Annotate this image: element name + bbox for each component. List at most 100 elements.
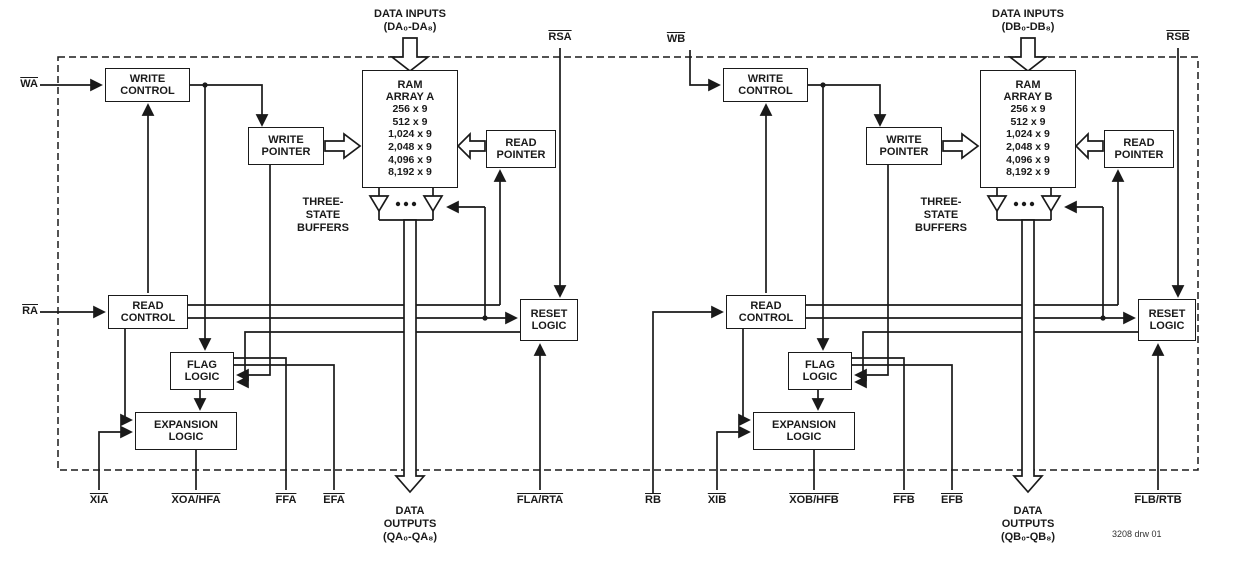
data-outputs-label: DATA OUTPUTS (QB₀-QB₈) <box>978 505 1078 544</box>
ram-size: 4,096 x 9 <box>388 153 432 166</box>
write-control-block: WRITE CONTROL <box>105 68 190 102</box>
junction-dot <box>202 82 208 88</box>
block-line: POINTER <box>879 146 929 158</box>
label-line: THREE- <box>920 196 962 208</box>
ram-size: 256 x 9 <box>392 103 428 116</box>
full-flag-label: FFA <box>261 494 311 507</box>
data-inputs-bus-range: (DA₀-DA₈) <box>383 21 437 33</box>
ram-array-block: RAM ARRAY B 256 x 9 512 x 9 1,024 x 9 2,… <box>980 70 1076 188</box>
block-line: POINTER <box>496 149 546 161</box>
label-line: STATE <box>923 209 959 221</box>
expansion-out-label: XOA/HFA <box>156 494 236 507</box>
data-outputs-line: DATA <box>395 505 425 517</box>
write-pointer-to-flag-wire <box>236 165 271 382</box>
read-signal-label: RA <box>8 305 38 318</box>
three-state-buffers-label: THREE- STATE BUFFERS <box>288 196 358 235</box>
block-line: READ <box>750 300 782 312</box>
read-pointer-block: READ POINTER <box>1104 130 1174 168</box>
ram-title: ARRAY B <box>1003 91 1053 104</box>
ram-size: 8,192 x 9 <box>388 166 432 179</box>
flag-retransmit-text: FLB/RTB <box>1134 494 1182 506</box>
reset-signal-label: RSB <box>1153 31 1203 44</box>
full-flag-text: FFB <box>893 494 915 506</box>
write-signal-label: WB <box>662 33 690 46</box>
write-control-block: WRITE CONTROL <box>723 68 808 102</box>
block-line: WRITE <box>886 134 922 146</box>
buffer-triangle-left <box>368 195 390 213</box>
data-input-arrow <box>389 37 431 73</box>
block-line: CONTROL <box>738 85 793 97</box>
data-outputs-bus-range: (QA₀-QA₈) <box>382 531 438 543</box>
ellipsis-dot <box>395 201 401 207</box>
block-line: RESET <box>1148 308 1186 320</box>
expansion-in-label: XIB <box>692 494 742 507</box>
block-line: LOGIC <box>531 320 567 332</box>
ram-array-block: RAM ARRAY A 256 x 9 512 x 9 1,024 x 9 2,… <box>362 70 458 188</box>
label-line: STATE <box>305 209 341 221</box>
data-outputs-line: OUTPUTS <box>1001 518 1055 530</box>
a-input-wires <box>40 78 106 319</box>
reset-logic-block: RESET LOGIC <box>1138 299 1196 341</box>
b-input-wires <box>652 50 724 494</box>
chip-boundary-dashed <box>57 56 1199 471</box>
block-line: LOGIC <box>168 431 204 443</box>
label-line: THREE- <box>302 196 344 208</box>
empty-flag-text: EFB <box>941 494 963 506</box>
expansion-out-text: XOB/HFB <box>789 494 839 506</box>
ram-size: 256 x 9 <box>1010 103 1046 116</box>
reset-signal-text: RSA <box>548 31 572 43</box>
block-line: EXPANSION <box>772 419 836 431</box>
data-output-bus-arrow <box>394 219 426 494</box>
ram-size: 1,024 x 9 <box>388 128 432 141</box>
block-line: LOGIC <box>786 431 822 443</box>
flag-retransmit-label: FLA/RTA <box>500 494 580 507</box>
ram-title: ARRAY A <box>385 91 435 104</box>
data-inputs-bus-range: (DB₀-DB₈) <box>1001 21 1055 33</box>
data-outputs-line: DATA <box>1013 505 1043 517</box>
flag-logic-block: FLAG LOGIC <box>788 352 852 390</box>
reset-logic-block: RESET LOGIC <box>520 299 578 341</box>
write-pointer-block: WRITE POINTER <box>866 127 942 165</box>
expansion-logic-block: EXPANSION LOGIC <box>135 412 237 450</box>
label-line: BUFFERS <box>297 222 349 234</box>
flag-logic-block: FLAG LOGIC <box>170 352 234 390</box>
full-flag-label: FFB <box>879 494 929 507</box>
reset-to-flag-wire <box>236 331 520 389</box>
data-inputs-label: DATA INPUTS (DA₀-DA₈) <box>350 8 470 34</box>
ram-size: 1,024 x 9 <box>1006 128 1050 141</box>
half-wiring <box>98 37 567 494</box>
ram-title: RAM <box>397 79 423 92</box>
reset-signal-label: RSA <box>535 31 585 44</box>
block-line: WRITE <box>747 73 784 85</box>
write-signal-text: WA <box>20 78 38 90</box>
block-line: READ <box>1123 137 1155 149</box>
three-state-buffers-label: THREE- STATE BUFFERS <box>906 196 976 235</box>
expansion-in-text: XIA <box>89 494 109 506</box>
block-line: POINTER <box>1114 149 1164 161</box>
read-enable-wire <box>652 305 724 494</box>
expansion-in-label: XIA <box>74 494 124 507</box>
block-line: WRITE <box>129 73 166 85</box>
block-line: CONTROL <box>738 312 794 324</box>
block-line: RESET <box>530 308 568 320</box>
buffer-triangle-right <box>422 195 444 213</box>
read-signal-text: RB <box>645 494 661 506</box>
write-control-to-write-pointer-wire <box>190 84 269 127</box>
expansion-in-text: XIB <box>707 494 727 506</box>
read-signal-label: RB <box>638 494 668 507</box>
ram-title: RAM <box>1015 79 1041 92</box>
data-outputs-label: DATA OUTPUTS (QA₀-QA₈) <box>360 505 460 544</box>
junction-dot <box>482 315 488 321</box>
drawing-number: 3208 drw 01 <box>1112 529 1162 539</box>
fifo-b-section: DATA INPUTS (DB₀-DB₈) RSB WB RB WRITE CO… <box>618 0 1246 573</box>
read-pointer-ram-arrow <box>456 131 486 161</box>
block-line: CONTROL <box>120 312 176 324</box>
read-control-block: READ CONTROL <box>108 295 188 329</box>
write-signal-text: WB <box>666 33 686 45</box>
flag-retransmit-text: FLA/RTA <box>516 494 564 506</box>
read-signal-text: RA <box>22 305 38 317</box>
ram-size: 512 x 9 <box>392 115 428 128</box>
expansion-out-text: XOA/HFA <box>171 494 221 506</box>
write-pointer-ram-arrow <box>324 132 362 160</box>
